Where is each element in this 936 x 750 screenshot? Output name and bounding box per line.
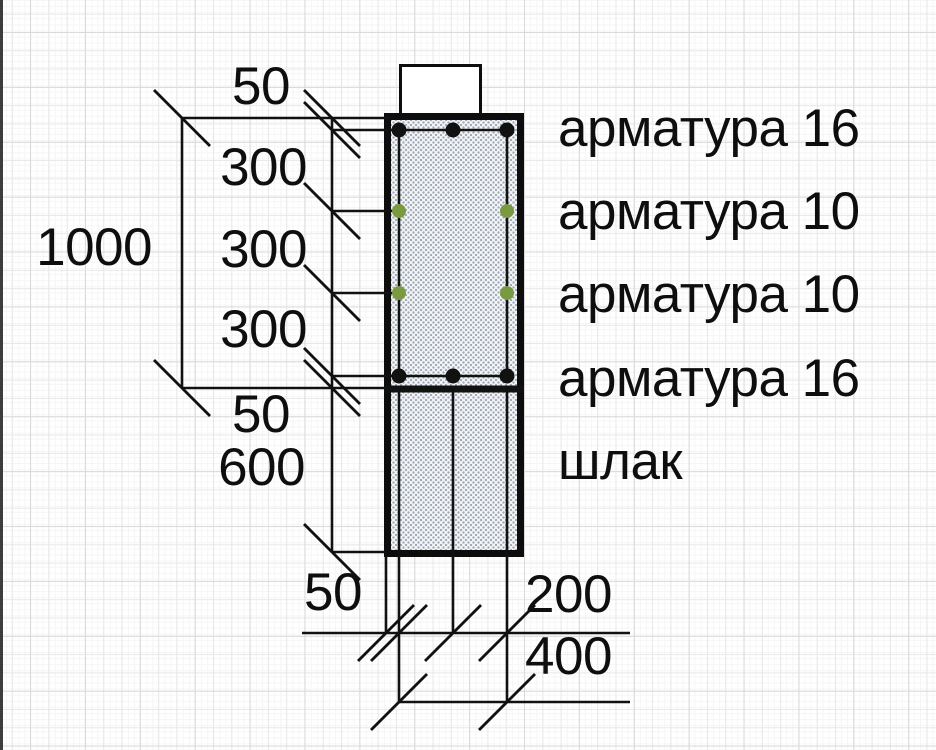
tick-mark <box>303 89 361 147</box>
label-rebar-10-lower: арматура 10 <box>558 265 860 324</box>
tick-mark <box>357 604 415 662</box>
rebar-16-dots <box>391 122 515 384</box>
tick-mark <box>303 347 361 405</box>
tick-marks-bottom <box>357 604 536 731</box>
label-rebar-16-bottom: арматура 16 <box>558 349 860 408</box>
rebar-16-dot <box>391 122 407 138</box>
dim-label-bar-spacing: 200 <box>525 565 612 624</box>
tick-mark <box>303 359 361 417</box>
tick-mark <box>153 89 211 147</box>
tick-mark <box>370 604 428 662</box>
tick-mark <box>303 101 361 159</box>
rebar-10-dot <box>392 204 406 218</box>
tick-mark <box>303 264 361 322</box>
dim-label-spacing-3: 300 <box>220 300 307 359</box>
tick-mark <box>478 604 536 662</box>
line-work <box>180 116 630 704</box>
dim-label-slag-depth: 600 <box>218 438 305 497</box>
tick-mark <box>153 359 211 417</box>
label-rebar-10-upper: арматура 10 <box>558 182 860 241</box>
tick-mark <box>424 604 482 662</box>
rebar-16-dot <box>445 368 461 384</box>
tick-mark <box>303 523 361 581</box>
dim-label-spacing-1: 300 <box>220 138 307 197</box>
dim-label-total-height: 1000 <box>36 218 152 277</box>
dim-label-bar-span: 400 <box>525 627 612 686</box>
rebar-10-dot <box>500 286 514 300</box>
rebar-10-dots <box>392 204 514 300</box>
rebar-16-dot <box>391 368 407 384</box>
dim-label-top-cover: 50 <box>232 57 290 116</box>
rebar-16-dot <box>445 122 461 138</box>
rebar-10-dot <box>392 286 406 300</box>
rebar-16-dot <box>499 368 515 384</box>
dim-label-spacing-2: 300 <box>220 220 307 279</box>
label-rebar-16-top: арматура 16 <box>558 99 860 158</box>
tick-mark <box>303 182 361 240</box>
tick-marks-left <box>153 89 361 581</box>
page-edge-bar <box>0 0 3 750</box>
rebar-10-dot <box>500 204 514 218</box>
rebar-16-dot <box>499 122 515 138</box>
tick-mark <box>478 673 536 731</box>
label-fill-material-slag: шлак <box>558 432 683 491</box>
tick-mark <box>370 673 428 731</box>
dim-label-side-cover: 50 <box>304 563 362 622</box>
dim-label-bottom-cover: 50 <box>232 385 290 444</box>
